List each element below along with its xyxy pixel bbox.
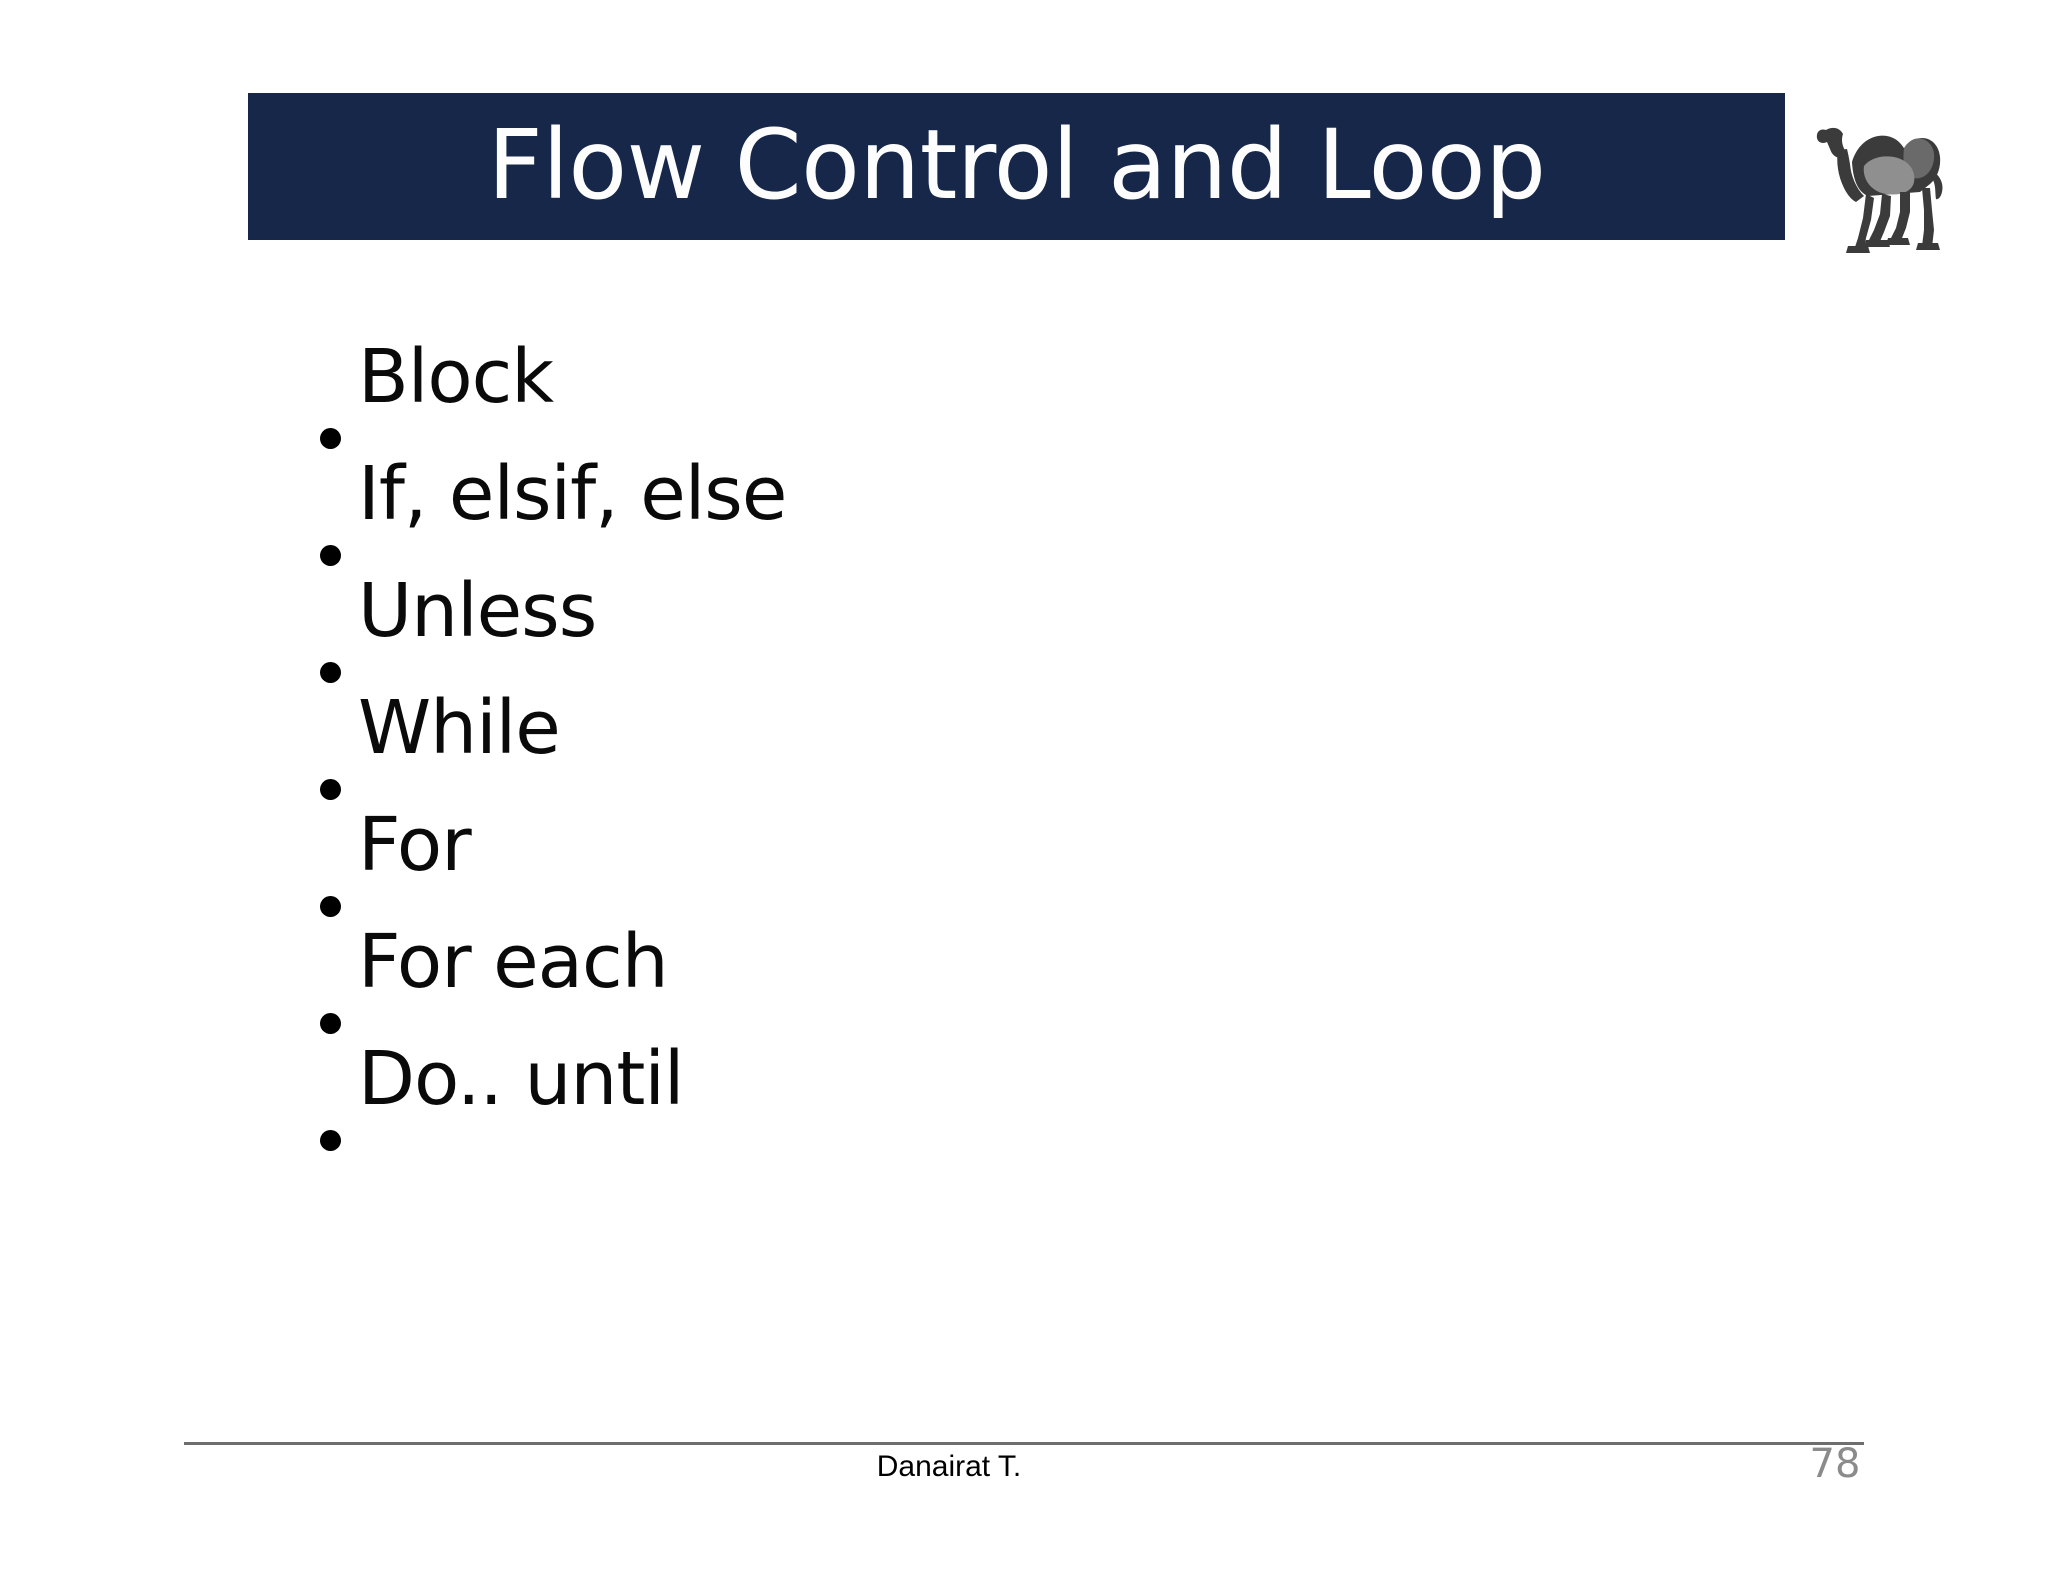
page-title: Flow Control and Loop	[487, 108, 1546, 221]
list-item-label: Unless	[358, 568, 597, 654]
list-item: Block	[300, 340, 1700, 457]
list-item: While	[300, 691, 1700, 808]
list-item-label: Do.. until	[358, 1036, 684, 1122]
page-number: 78	[1809, 1441, 1861, 1487]
footer-author: Danairat T.	[876, 1450, 1022, 1483]
perl-camel-logo-icon	[1808, 100, 1953, 255]
list-item-label: For	[358, 802, 472, 888]
slide-title-bar: Flow Control and Loop	[248, 93, 1785, 240]
list-item: If, elsif, else	[300, 457, 1700, 574]
list-item-label: Block	[358, 334, 554, 420]
bullet-list: Block If, elsif, else Unless While For F…	[300, 340, 1700, 1159]
list-item: Unless	[300, 574, 1700, 691]
list-item: Do.. until	[300, 1042, 1700, 1159]
list-item-label: If, elsif, else	[358, 451, 787, 537]
list-item-label: While	[358, 685, 561, 771]
footer-divider	[184, 1442, 1864, 1445]
list-item: For	[300, 808, 1700, 925]
list-item-label: For each	[358, 919, 669, 1005]
list-item: For each	[300, 925, 1700, 1042]
